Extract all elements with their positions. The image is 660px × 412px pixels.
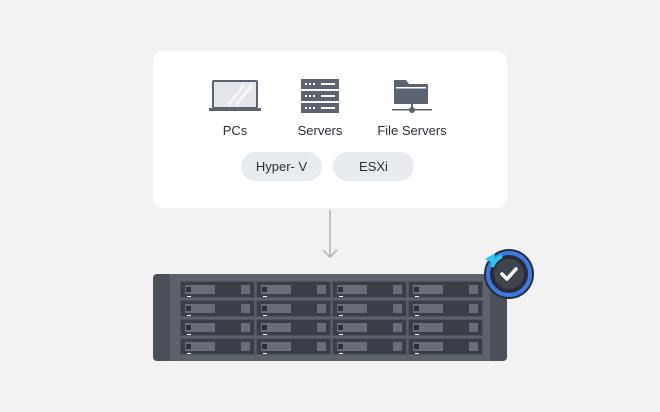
drive-bay	[332, 338, 407, 355]
hyperv-pill: Hyper- V	[241, 152, 322, 181]
drive-bay	[180, 319, 255, 336]
esxi-pill: ESXi	[333, 152, 414, 181]
source-label-file-servers: File Servers	[377, 123, 447, 138]
drive-bay	[408, 281, 483, 298]
drive-bay	[180, 300, 255, 317]
source-label-pcs: PCs	[222, 123, 248, 138]
nas-device-icon	[153, 274, 507, 361]
file-server-icon	[362, 79, 462, 115]
drive-bay	[332, 319, 407, 336]
drive-bay	[180, 338, 255, 355]
drive-bay	[256, 281, 331, 298]
drive-bay	[332, 300, 407, 317]
drive-bay	[408, 300, 483, 317]
drive-bay	[408, 319, 483, 336]
drive-bay	[408, 338, 483, 355]
source-label-servers: Servers	[297, 123, 343, 138]
arrow-down-icon	[322, 210, 338, 259]
drive-bay	[256, 338, 331, 355]
backup-check-badge-icon	[484, 249, 534, 299]
laptop-icon	[185, 79, 285, 113]
drive-bay	[180, 281, 255, 298]
backup-sources-card: PCs Servers File Servers Hyper- V ESXi	[153, 51, 507, 208]
drive-bay	[332, 281, 407, 298]
drive-bay	[256, 300, 331, 317]
server-rack-icon	[270, 79, 370, 113]
drive-bay	[256, 319, 331, 336]
